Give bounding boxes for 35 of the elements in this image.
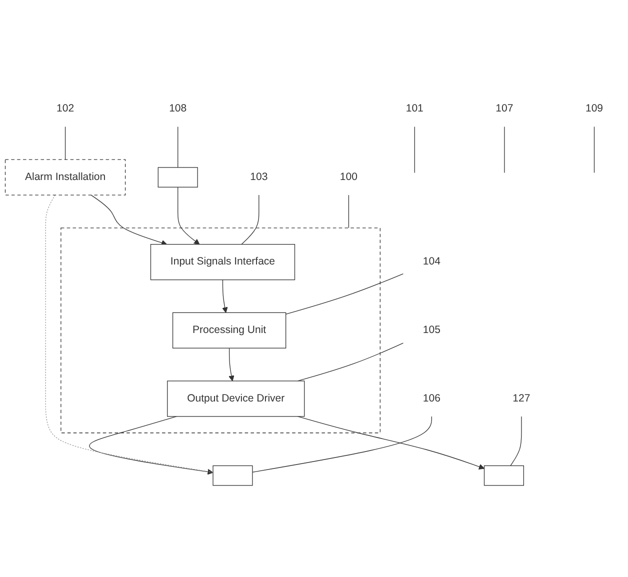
node-box: Input Signals Interface	[150, 244, 296, 280]
connector	[510, 416, 522, 466]
connector	[414, 126, 415, 174]
node-text: 127	[512, 392, 530, 404]
node-box	[484, 466, 524, 486]
node-box: Processing Unit	[172, 312, 286, 349]
arrow	[228, 348, 234, 382]
node-text: 106	[422, 392, 440, 404]
connector	[594, 126, 595, 174]
cluster	[60, 228, 380, 434]
node-box: Output Device Driver	[167, 380, 305, 417]
arrow	[89, 416, 214, 475]
node-box	[212, 466, 253, 486]
node-text: 105	[422, 324, 440, 336]
node-text: 102	[56, 103, 74, 114]
node-text: 100	[340, 172, 358, 183]
connector	[45, 194, 214, 473]
connector	[241, 194, 260, 245]
node-box	[158, 167, 198, 188]
connector	[285, 274, 404, 315]
arrow	[178, 187, 200, 245]
node-text: 109	[585, 103, 604, 114]
node-text: 104	[422, 256, 440, 268]
node-box: Alarm Installation	[4, 159, 126, 196]
connector	[64, 126, 66, 160]
connector	[504, 126, 505, 174]
connector	[297, 342, 404, 382]
arrow	[90, 194, 168, 246]
node-text: 107	[496, 103, 514, 114]
connector	[348, 194, 350, 228]
node-text: 108	[169, 103, 187, 114]
node-text: 103	[250, 172, 268, 183]
connector	[252, 416, 432, 473]
arrow	[222, 280, 228, 314]
node-text: 101	[406, 103, 424, 114]
